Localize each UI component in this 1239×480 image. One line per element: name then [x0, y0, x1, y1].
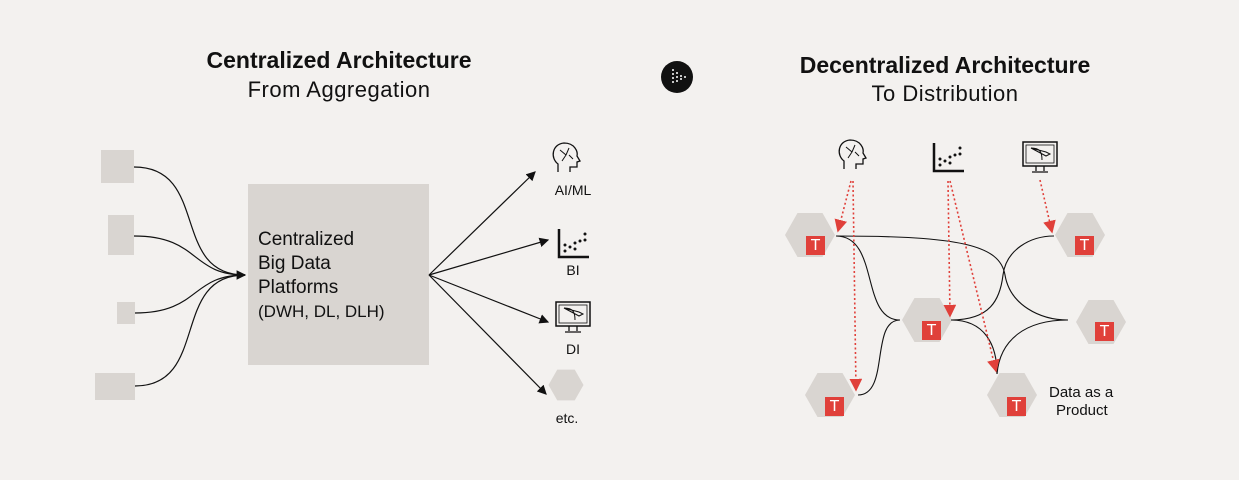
data-product-badge: T: [825, 397, 844, 416]
output-label-bi: BI: [566, 262, 580, 278]
platform-label: Centralized Big Data Platforms (DWH, DL,…: [258, 228, 385, 324]
right-subtitle: To Distribution: [871, 81, 1019, 106]
mesh-connections: [835, 235, 1069, 396]
data-product-badge: T: [1007, 397, 1026, 416]
source-connectors: [133, 166, 247, 387]
source-box: [108, 215, 134, 255]
data-product-badge: T: [806, 236, 825, 255]
ai-head-icon: [552, 142, 581, 173]
annotation-line2: Product: [1056, 402, 1108, 419]
output-label-aiml: AI/ML: [554, 182, 592, 198]
output-label-etc: etc.: [555, 410, 579, 426]
data-product-badge: T: [1075, 236, 1094, 255]
ai-head-icon: [838, 139, 867, 170]
consumer-arrows: [834, 179, 1056, 392]
platform-line: (DWH, DL, DLH): [258, 302, 385, 321]
central-platform-box: [248, 184, 429, 365]
scatter-chart-icon: [557, 227, 591, 259]
output-label-di: DI: [566, 341, 580, 357]
data-product-badge: T: [922, 321, 941, 340]
source-box: [101, 150, 134, 183]
source-box: [95, 373, 135, 400]
platform-line: Big Data: [258, 253, 331, 274]
data-sources: [95, 150, 135, 400]
left-title: Centralized Architecture: [206, 47, 472, 73]
scatter-chart-icon: [932, 141, 966, 173]
platform-line: Platforms: [258, 277, 339, 298]
source-box: [117, 302, 135, 324]
hexagon-icon: [548, 369, 584, 401]
monitor-icon: [555, 301, 591, 333]
platform-line: Centralized: [258, 229, 355, 250]
right-title: Decentralized Architecture: [799, 52, 1091, 78]
monitor-icon: [1022, 141, 1058, 173]
data-product-badge: T: [1095, 322, 1114, 341]
left-subtitle: From Aggregation: [247, 77, 431, 102]
annotation-line1: Data as a: [1049, 384, 1114, 401]
output-arrows: [428, 171, 550, 395]
